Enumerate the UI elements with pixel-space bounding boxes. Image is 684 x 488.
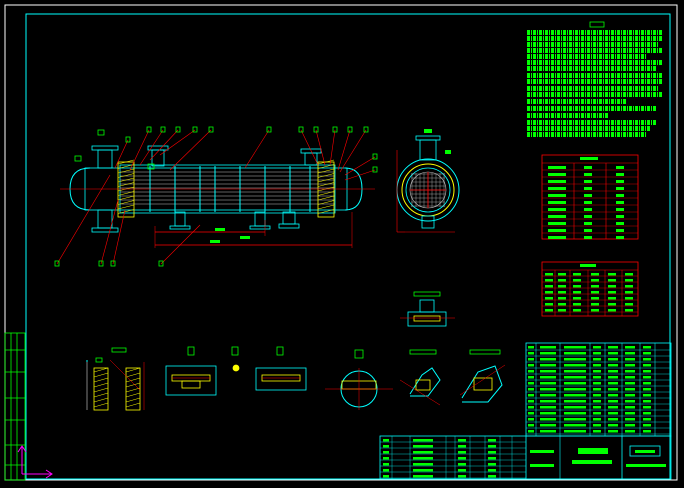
parts-list — [525, 342, 672, 437]
technical-requirements — [527, 21, 662, 137]
binding-strip — [4, 332, 26, 481]
title-block — [379, 435, 672, 480]
end-section — [396, 129, 460, 233]
detail-views — [86, 291, 506, 411]
nozzle-table — [541, 261, 639, 317]
ucs-icon — [17, 445, 53, 479]
design-data-table — [541, 154, 639, 240]
shell-elevation — [54, 126, 378, 267]
drawing-frame — [4, 4, 678, 481]
